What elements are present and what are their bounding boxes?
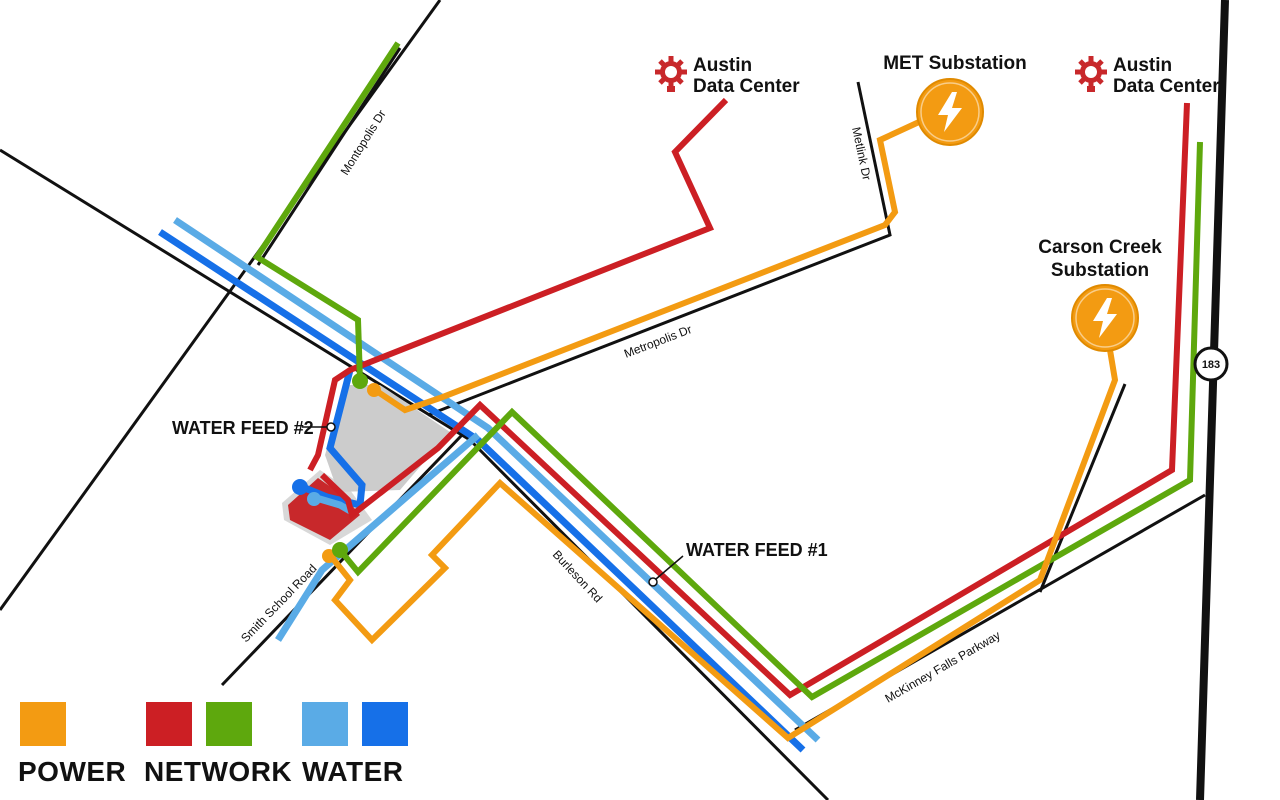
water-feed2-dark — [298, 369, 366, 510]
callout-feed1-label: WATER FEED #1 — [686, 540, 828, 560]
water-main-light — [173, 217, 821, 743]
callout-feed1: WATER FEED #1 — [648, 540, 828, 587]
legend-water-label: WATER — [302, 756, 404, 787]
callout-feed2: WATER FEED #2 — [172, 418, 336, 438]
water-main-dark — [158, 229, 806, 753]
road-metropolis — [427, 81, 892, 417]
carson-line2: Substation — [1051, 260, 1149, 281]
dc-left-line1: Austin — [693, 55, 752, 76]
highway-shield-circle — [1193, 346, 1229, 382]
met-label: MET Substation — [883, 53, 1027, 74]
highway-shield: 183 — [1193, 346, 1229, 382]
highway-shield-label: 183 — [1202, 359, 1220, 371]
met-lightning-icon — [916, 78, 984, 146]
power-carson-feed — [327, 319, 1119, 742]
power-met-feed — [373, 107, 947, 414]
road-burleson — [468, 438, 830, 800]
dc-right-line1: Austin — [1113, 55, 1172, 76]
legend: POWER NETWORK WATER — [18, 702, 408, 787]
legend-network-red-swatch — [146, 702, 192, 746]
carson-line1: Carson Creek — [1038, 237, 1162, 258]
network-red-main — [319, 102, 1190, 699]
legend-network-green-swatch — [206, 702, 252, 746]
facility-building — [288, 478, 360, 540]
network-lines — [252, 41, 1203, 701]
water-light-dot — [307, 492, 321, 506]
power-lines — [327, 107, 1119, 742]
water-dark-dot — [292, 479, 308, 495]
dc-left-line2: Data Center — [693, 76, 800, 97]
road-label-metropolis: Metropolis Dr — [622, 322, 694, 361]
network-green-dot — [352, 373, 368, 389]
network-green-dot-south — [332, 542, 348, 558]
water-spur-light — [275, 432, 481, 642]
legend-power-label: POWER — [18, 756, 126, 787]
legend-network-label: NETWORK — [144, 756, 292, 787]
road-long-diagonal — [0, 0, 442, 611]
network-red-dc-left — [307, 97, 729, 472]
roads — [0, 0, 1229, 800]
feed-dots — [292, 373, 381, 563]
legend-water-light-swatch — [302, 702, 348, 746]
road-highway-183 — [1196, 0, 1229, 800]
callout-feed2-label: WATER FEED #2 — [172, 418, 314, 438]
power-dot — [367, 383, 381, 397]
network-green-montopolis — [252, 41, 401, 381]
legend-power-swatch — [20, 702, 66, 746]
road-montopolis — [256, 47, 402, 266]
carson-lightning-icon — [1071, 284, 1139, 352]
dc-right-line2: Data Center — [1113, 76, 1220, 97]
road-smith-school — [220, 433, 464, 687]
legend-water-dark-swatch — [362, 702, 408, 746]
road-diagonal-nw — [0, 148, 471, 442]
dc-right-icon — [1075, 56, 1107, 92]
water-lines — [158, 217, 821, 753]
network-green-main — [337, 141, 1203, 701]
dc-left-icon — [655, 56, 687, 92]
